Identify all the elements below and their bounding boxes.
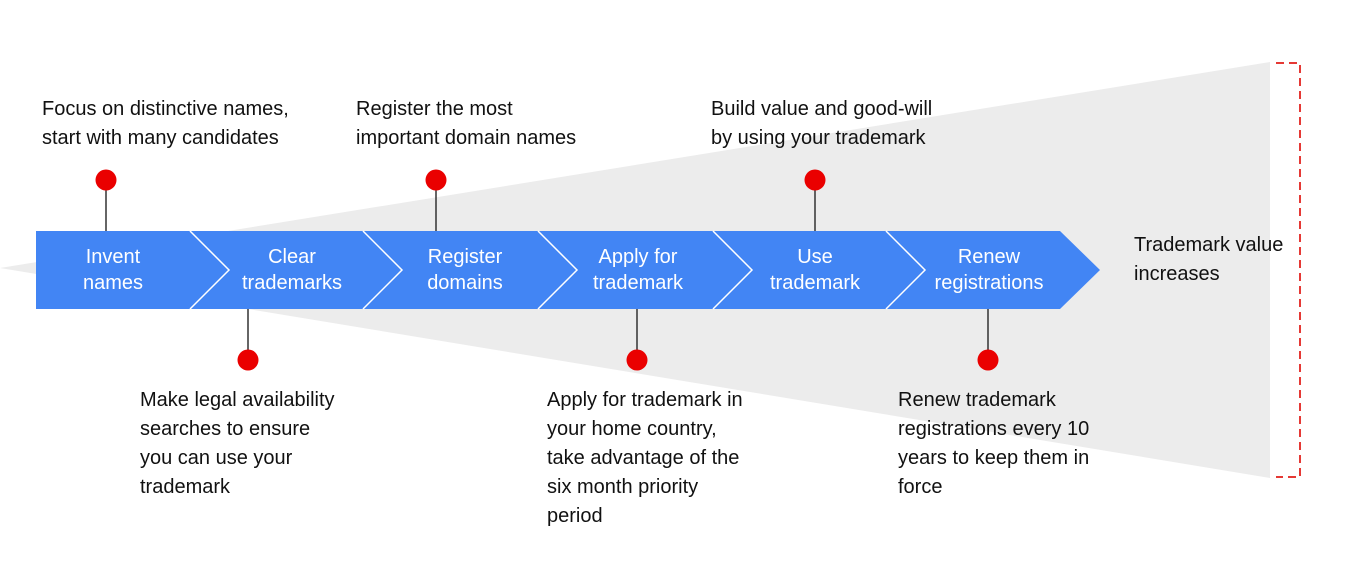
marker-use	[804, 169, 826, 191]
divider-1	[189, 230, 231, 310]
divider-4	[712, 230, 754, 310]
divider-3	[537, 230, 579, 310]
value-increase-note: Trademark value increases	[1134, 234, 1284, 285]
note-invent-names: Focus on distinctive names, start with m…	[42, 98, 289, 149]
note-apply-for-trademark: Apply for trademark in your home country…	[547, 389, 743, 527]
step-apply-for-trademark: Apply for trademark	[592, 246, 684, 294]
step-renew-registrations: Renew registrations	[934, 246, 1044, 294]
marker-renew	[977, 349, 999, 371]
marker-clear	[237, 349, 259, 371]
note-clear-trademarks: Make legal availability searches to ensu…	[140, 389, 335, 498]
step-use-trademark: Use trademark	[769, 246, 861, 294]
note-renew-registrations: Renew trademark registrations every 10 y…	[898, 389, 1090, 498]
value-bracket	[1276, 62, 1301, 478]
step-invent-names: Invent names	[82, 246, 144, 294]
markers	[95, 169, 999, 371]
process-arrow	[36, 231, 1100, 309]
marker-register	[425, 169, 447, 191]
note-register-domains: Register the most important domain names	[356, 98, 577, 149]
divider-5	[885, 230, 927, 310]
note-use-trademark: Build value and good-will by using your …	[711, 98, 933, 149]
step-dividers	[189, 230, 927, 310]
divider-2	[362, 230, 404, 310]
marker-invent	[95, 169, 117, 191]
marker-apply	[626, 349, 648, 371]
step-clear-trademarks: Clear trademarks	[241, 246, 343, 294]
step-register-domains: Register domains	[427, 246, 503, 294]
